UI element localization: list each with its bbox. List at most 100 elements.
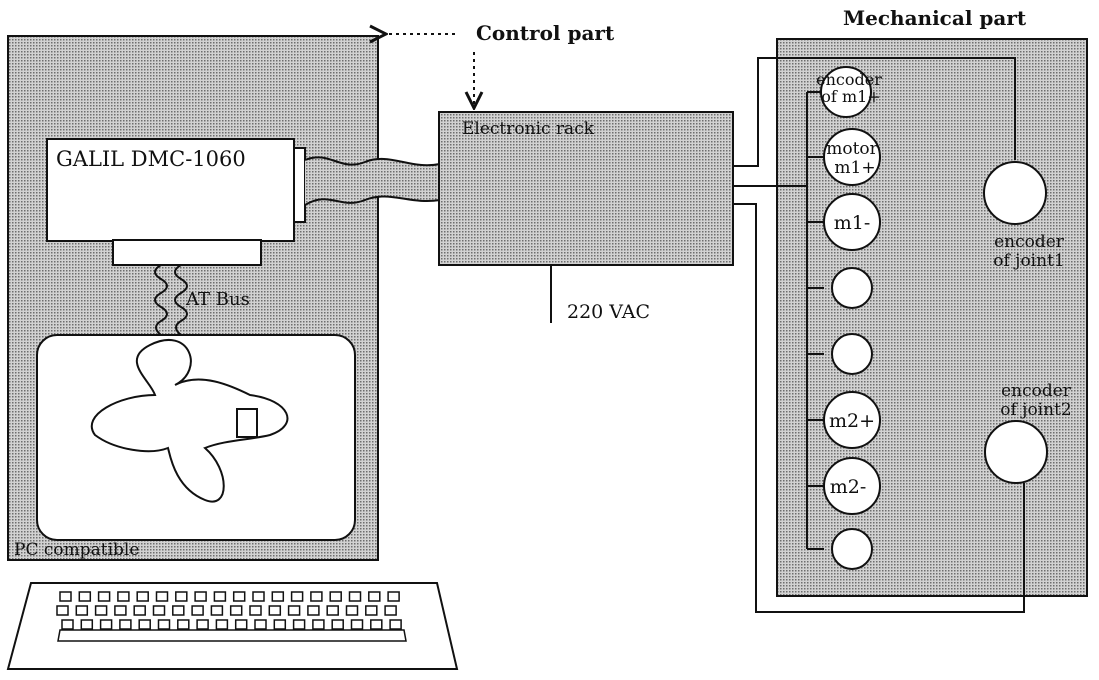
keyboard-key bbox=[97, 591, 111, 602]
keyboard-key bbox=[157, 619, 171, 630]
keyboard-key bbox=[249, 605, 262, 616]
keyboard-key bbox=[329, 591, 342, 602]
motor-circle-4 bbox=[831, 267, 873, 309]
wire-bottom bbox=[733, 203, 1025, 613]
keyboard-key bbox=[136, 591, 149, 602]
keyboard-key bbox=[312, 619, 325, 630]
keyboard bbox=[6, 582, 459, 670]
encoder-joint2-l1: encoder bbox=[1001, 381, 1072, 401]
keyboard-key bbox=[287, 605, 301, 616]
screen-cursor bbox=[236, 408, 258, 438]
keyboard-key bbox=[384, 605, 397, 616]
vac-label: 220 VAC bbox=[567, 301, 650, 323]
motor-circle-1-l1: encoder bbox=[816, 70, 882, 89]
motor-circle-2: motor m1+ bbox=[823, 128, 881, 186]
electronic-rack-label: Electronic rack bbox=[462, 119, 595, 139]
keyboard-key bbox=[368, 591, 381, 602]
keyboard-key bbox=[117, 591, 130, 602]
galil-board bbox=[46, 138, 295, 242]
motor-circle-2-l1: motor bbox=[826, 139, 878, 159]
motor-circle-3: m1- bbox=[823, 193, 881, 251]
motor-circle-3-l1: m1- bbox=[834, 212, 871, 234]
keyboard-key bbox=[175, 591, 188, 602]
keyboard-key bbox=[268, 605, 282, 616]
keyboard-key bbox=[114, 605, 127, 616]
keyboard-key bbox=[290, 591, 304, 602]
keyboard-key bbox=[387, 591, 400, 602]
keyboard-key bbox=[229, 605, 243, 616]
wire-top bbox=[733, 57, 1016, 167]
encoder-joint1-l1: encoder bbox=[994, 232, 1065, 252]
encoder-joint1-l2: of joint1 bbox=[993, 251, 1064, 271]
galil-label: GALIL DMC-1060 bbox=[56, 147, 246, 171]
keyboard-key bbox=[172, 605, 185, 616]
keyboard-keys bbox=[56, 591, 402, 630]
keyboard-key bbox=[331, 619, 344, 630]
keyboard-key bbox=[94, 605, 108, 616]
keyboard-key bbox=[99, 619, 113, 630]
encoder-joint1: encoder of joint1 bbox=[983, 161, 1065, 271]
keyboard-key bbox=[80, 619, 94, 630]
motor-circle-6-l1: m2+ bbox=[829, 410, 875, 432]
keyboard-key bbox=[370, 619, 383, 630]
motor-circle-6: m2+ bbox=[823, 391, 881, 449]
keyboard-key bbox=[326, 605, 339, 616]
at-bus-wire-2 bbox=[174, 264, 188, 336]
keyboard-key bbox=[292, 619, 306, 630]
motor-circle-1: encoder of m1+ bbox=[816, 66, 882, 118]
screen-shape bbox=[90, 338, 289, 503]
keyboard-key bbox=[215, 619, 229, 630]
keyboard-key bbox=[350, 619, 364, 630]
keyboard-key bbox=[307, 605, 320, 616]
cable-body bbox=[305, 157, 440, 205]
motor-circle-5 bbox=[831, 333, 873, 375]
keyboard-key bbox=[273, 619, 287, 630]
monitor-screen bbox=[36, 334, 356, 541]
cable-bottom bbox=[304, 195, 441, 206]
keyboard-key bbox=[348, 591, 362, 602]
pc-label: PC compatible bbox=[14, 540, 139, 560]
galil-bus-tab bbox=[112, 239, 262, 266]
keyboard-key bbox=[56, 605, 69, 616]
control-part-label: Control part bbox=[476, 21, 615, 45]
keyboard-spacebar bbox=[57, 629, 407, 642]
motor-circle-1-l2: of m1+ bbox=[821, 87, 880, 106]
at-bus-wire-1 bbox=[154, 264, 168, 336]
keyboard-key bbox=[177, 619, 190, 630]
keyboard-key bbox=[254, 619, 267, 630]
keyboard-key bbox=[196, 619, 209, 630]
keyboard-key bbox=[119, 619, 132, 630]
motor-circle-7: m2- bbox=[823, 457, 881, 515]
keyboard-key bbox=[365, 605, 378, 616]
keyboard-key bbox=[78, 591, 92, 602]
motor-circle-8 bbox=[831, 528, 873, 570]
motor-circle-7-l1: m2- bbox=[830, 476, 867, 498]
keyboard-key bbox=[155, 591, 169, 602]
keyboard-key bbox=[271, 591, 285, 602]
keyboard-key bbox=[232, 591, 246, 602]
motor-circle-2-l2: m1+ bbox=[834, 158, 875, 178]
keyboard-key bbox=[152, 605, 166, 616]
mechanical-box bbox=[776, 38, 1088, 597]
keyboard-key bbox=[138, 619, 151, 630]
keyboard-key bbox=[252, 591, 265, 602]
at-bus-label: AT Bus bbox=[185, 289, 250, 310]
encoder-joint2: encoder of joint2 bbox=[984, 381, 1072, 484]
keyboard-key bbox=[75, 605, 89, 616]
keyboard-key bbox=[213, 591, 227, 602]
keyboard-key bbox=[345, 605, 359, 616]
keyboard-key bbox=[191, 605, 204, 616]
electronic-rack bbox=[438, 111, 734, 266]
keyboard-key bbox=[59, 591, 72, 602]
keyboard-key bbox=[234, 619, 248, 630]
cable-top bbox=[304, 156, 441, 167]
keyboard-key bbox=[389, 619, 402, 630]
keyboard-key bbox=[210, 605, 224, 616]
keyboard-key bbox=[194, 591, 207, 602]
mechanical-part-label: Mechanical part bbox=[843, 6, 1027, 30]
keyboard-key bbox=[310, 591, 323, 602]
keyboard-key bbox=[133, 605, 146, 616]
encoder-joint2-l2: of joint2 bbox=[1000, 400, 1071, 420]
keyboard-key bbox=[61, 619, 74, 630]
